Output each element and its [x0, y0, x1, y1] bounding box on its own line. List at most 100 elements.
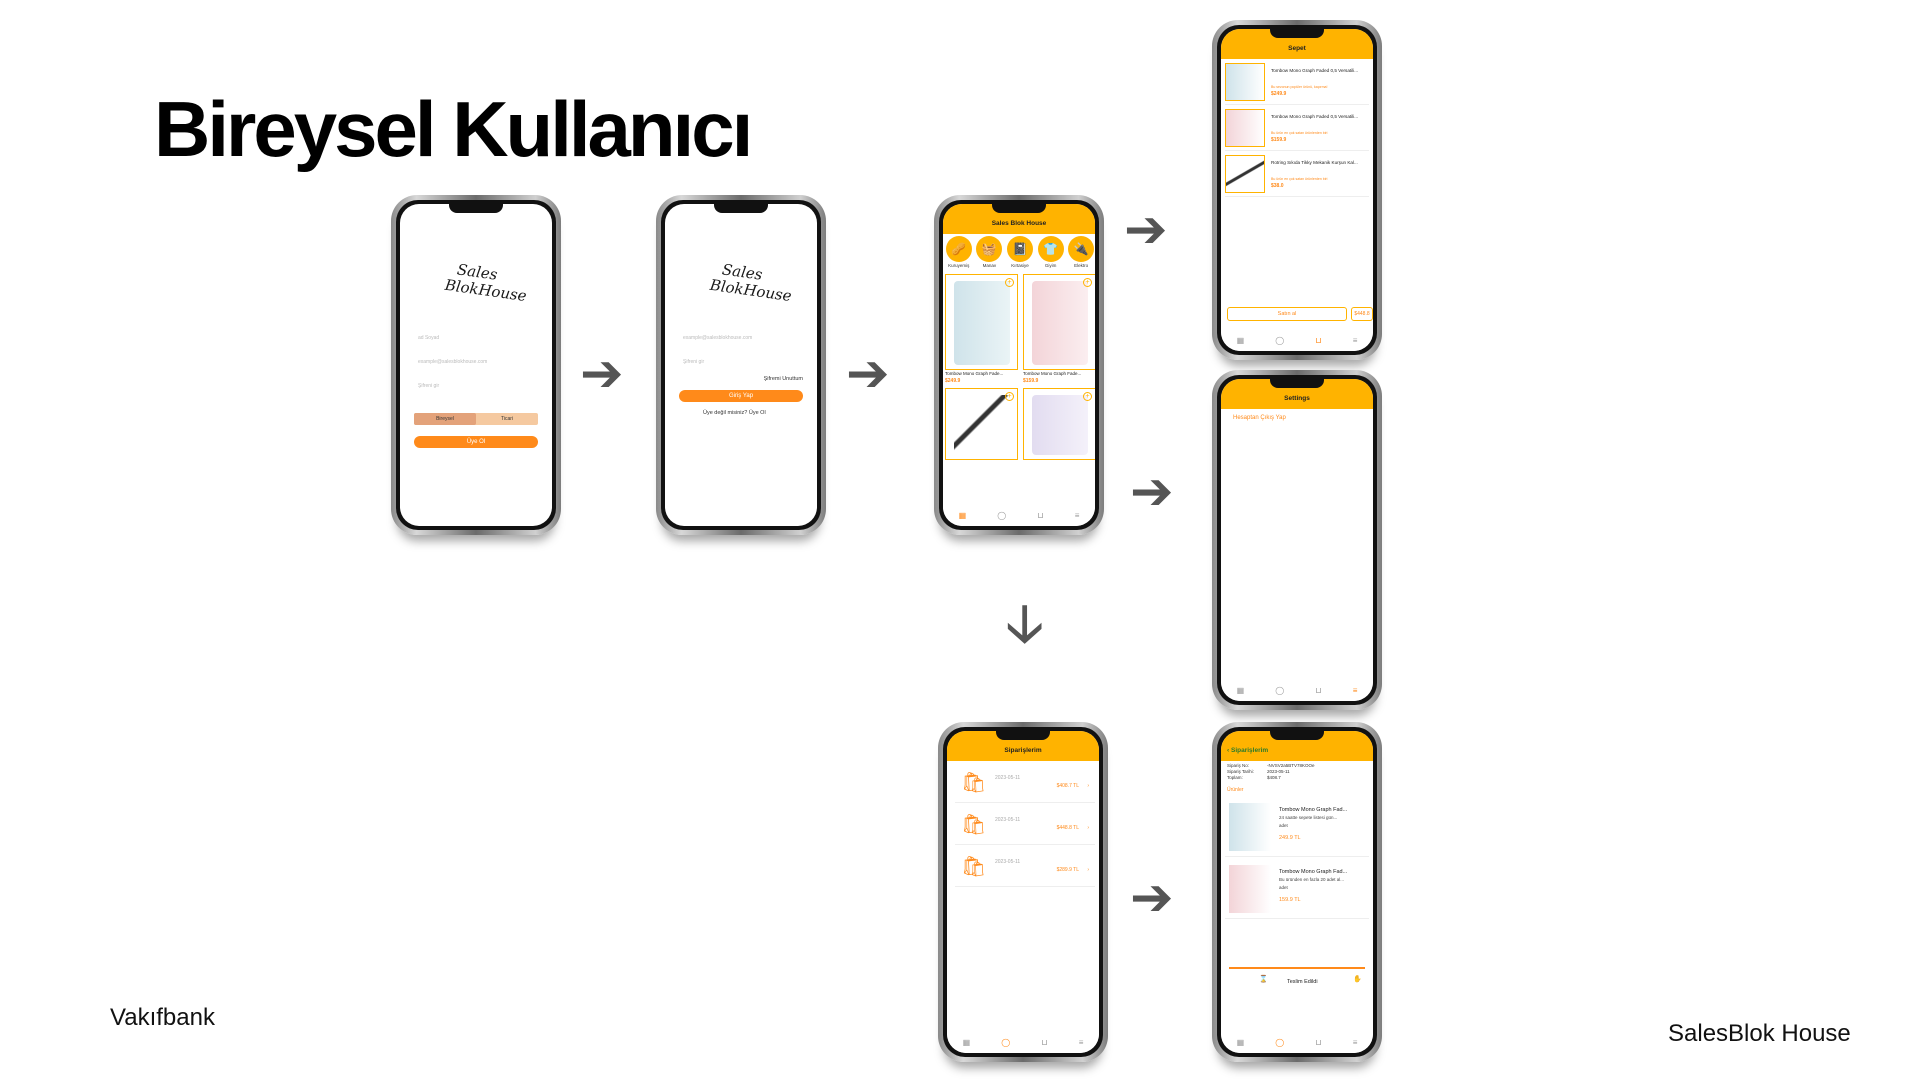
order-item-qty: adet [1279, 885, 1288, 890]
footer-brand-left: Vakıfbank [110, 1004, 215, 1031]
name-field[interactable]: ad Soyad [414, 332, 538, 345]
signup-button[interactable]: Üye Ol [414, 436, 538, 448]
basket-icon[interactable]: ⊔ [1315, 685, 1322, 695]
tab-bar: ▦ ◯ ⊔ ≡ [1221, 329, 1373, 351]
order-item[interactable]: Tombow Mono Graph Fad... 24 saatte sepet… [1225, 797, 1369, 857]
email-field[interactable]: example@salesblokhouse.com [414, 356, 538, 369]
product-image [954, 395, 1010, 455]
product-card[interactable]: + [1023, 274, 1095, 370]
password-field[interactable]: Şifreni gir [679, 356, 803, 369]
category-manav[interactable]: 🧺Manav [976, 236, 1004, 268]
add-icon[interactable]: + [1005, 392, 1014, 401]
profile-icon[interactable]: ◯ [1275, 335, 1285, 345]
signup-link[interactable]: Üye Ol [748, 410, 766, 416]
segment-ticari[interactable]: Ticari [500, 416, 514, 422]
order-item-qty: adet [1279, 823, 1288, 828]
flow-arrow-right-icon: ➔ [1130, 462, 1174, 522]
flow-arrow-down-icon: 🡣 [1006, 594, 1044, 654]
store-icon[interactable]: ▦ [1236, 335, 1245, 345]
product-image [1032, 395, 1088, 455]
basket-icon[interactable]: ⊔ [1315, 335, 1322, 345]
settings-screen: Settings Hesaptan Çıkış Yap ▦ ◯ ⊔ ≡ [1221, 379, 1373, 701]
back-chevron-icon[interactable]: ‹ [1227, 747, 1230, 754]
product-name: Tombow Mono Graph Fade... [945, 371, 1004, 376]
product-image [954, 281, 1010, 365]
cart-item-image [1225, 109, 1265, 147]
forgot-password-link[interactable]: Şifremi Unuttum [763, 376, 803, 382]
delivery-status: Teslim Edildi [1287, 979, 1318, 985]
cart-item-image [1225, 155, 1265, 193]
product-name: Tombow Mono Graph Fade... [1023, 371, 1082, 376]
category-giyim[interactable]: 👕Giyim [1037, 236, 1065, 268]
add-icon[interactable]: + [1083, 278, 1092, 287]
basket-icon[interactable]: ⊔ [1315, 1037, 1322, 1047]
tab-bar: ▦ ◯ ⊔ ≡ [1221, 679, 1373, 701]
profile-icon[interactable]: ◯ [1275, 1037, 1285, 1047]
order-row[interactable]: 🛍 2023-05-11 $448.8 TL › [955, 805, 1095, 845]
menu-icon[interactable]: ≡ [1352, 335, 1358, 345]
order-item[interactable]: Tombow Mono Graph Fad... Bu üründen en f… [1225, 859, 1369, 919]
order-item-image [1229, 803, 1271, 851]
account-type-segment[interactable]: Bireysel Ticari [414, 413, 538, 425]
order-amount: $448.8 TL [1056, 825, 1079, 831]
product-price: $159.9 [1023, 378, 1039, 384]
menu-icon[interactable]: ≡ [1352, 1037, 1358, 1047]
profile-icon[interactable]: ◯ [1001, 1037, 1011, 1047]
logout-link[interactable]: Hesaptan Çıkış Yap [1233, 415, 1286, 421]
phone-orders: Siparişlerim 🛍 2023-05-11 $408.7 TL › 🛍 … [938, 722, 1108, 1062]
tab-bar: ▦ ◯ ⊔ ≡ [947, 1031, 1099, 1053]
cart-item[interactable]: Tombow Mono Graph Faded 0,5 Versatili...… [1225, 61, 1369, 105]
cart-item-name: Tombow Mono Graph Faded 0,5 Versatili... [1271, 68, 1359, 73]
orders-screen: Siparişlerim 🛍 2023-05-11 $408.7 TL › 🛍 … [947, 731, 1099, 1053]
login-button[interactable]: Giriş Yap [679, 390, 803, 402]
password-field[interactable]: Şifreni gir [414, 380, 538, 393]
buy-button[interactable]: Satın al [1227, 307, 1347, 321]
cart-item-desc: Bu ürün en çok satan ürünlerden biri [1271, 131, 1328, 135]
menu-icon[interactable]: ≡ [1074, 510, 1080, 520]
cart-item-price: $159.9 [1271, 137, 1287, 143]
menu-icon[interactable]: ≡ [1352, 685, 1358, 695]
profile-icon[interactable]: ◯ [1275, 685, 1285, 695]
cart-item-price: $38.0 [1271, 183, 1284, 189]
store-icon[interactable]: ▦ [958, 510, 967, 520]
order-date: 2023-05-11 [995, 817, 1021, 823]
basket-icon[interactable]: ⊔ [1041, 1037, 1048, 1047]
add-icon[interactable]: + [1005, 278, 1014, 287]
handover-icon: ✋ [1353, 976, 1362, 983]
back-link[interactable]: Siparişlerim [1230, 747, 1269, 754]
product-card[interactable]: + [945, 274, 1018, 370]
store-icon[interactable]: ▦ [1236, 685, 1245, 695]
order-date: 2023-05-11 [995, 775, 1021, 781]
store-icon[interactable]: ▦ [962, 1037, 971, 1047]
store-icon[interactable]: ▦ [1236, 1037, 1245, 1047]
hourglass-icon: ⌛ [1259, 976, 1268, 983]
order-detail-screen: ‹ Siparişlerim Sipariş No: Sipariş Tarih… [1221, 731, 1373, 1053]
product-price: $249.9 [945, 378, 961, 384]
electronics-icon: 🔌 [1068, 236, 1095, 262]
category-kirtasiye[interactable]: 📓Kırtasiye [1006, 236, 1034, 268]
phone-cart: Sepet Tombow Mono Graph Faded 0,5 Versat… [1212, 20, 1382, 360]
segment-bireysel[interactable]: Bireysel [414, 413, 476, 425]
product-card[interactable]: + [1023, 388, 1095, 460]
cart-screen: Sepet Tombow Mono Graph Faded 0,5 Versat… [1221, 29, 1373, 351]
email-field[interactable]: example@salesblokhouse.com [679, 332, 803, 345]
cart-item[interactable]: Rotring Sıkıda Tikky Mekanik Kurşun Kal.… [1225, 153, 1369, 197]
order-row[interactable]: 🛍 2023-05-11 $289.9 TL › [955, 847, 1095, 887]
add-icon[interactable]: + [1083, 392, 1092, 401]
basket-icon[interactable]: ⊔ [1037, 510, 1044, 520]
tab-bar: ▦ ◯ ⊔ ≡ [943, 504, 1095, 526]
profile-icon[interactable]: ◯ [997, 510, 1007, 520]
product-card[interactable]: + [945, 388, 1018, 460]
cart-item-desc: Bu sezonun popüler ürünü, kaçırma! [1271, 85, 1328, 89]
tab-bar: ▦ ◯ ⊔ ≡ [1221, 1031, 1373, 1053]
menu-icon[interactable]: ≡ [1078, 1037, 1084, 1047]
category-kuruyemis[interactable]: 🥜Kuruyemiş [945, 236, 973, 268]
category-elektro[interactable]: 🔌Elektro [1067, 236, 1095, 268]
order-row[interactable]: 🛍 2023-05-11 $408.7 TL › [955, 763, 1095, 803]
cart-item[interactable]: Tombow Mono Graph Faded 0,5 Versatili...… [1225, 107, 1369, 151]
